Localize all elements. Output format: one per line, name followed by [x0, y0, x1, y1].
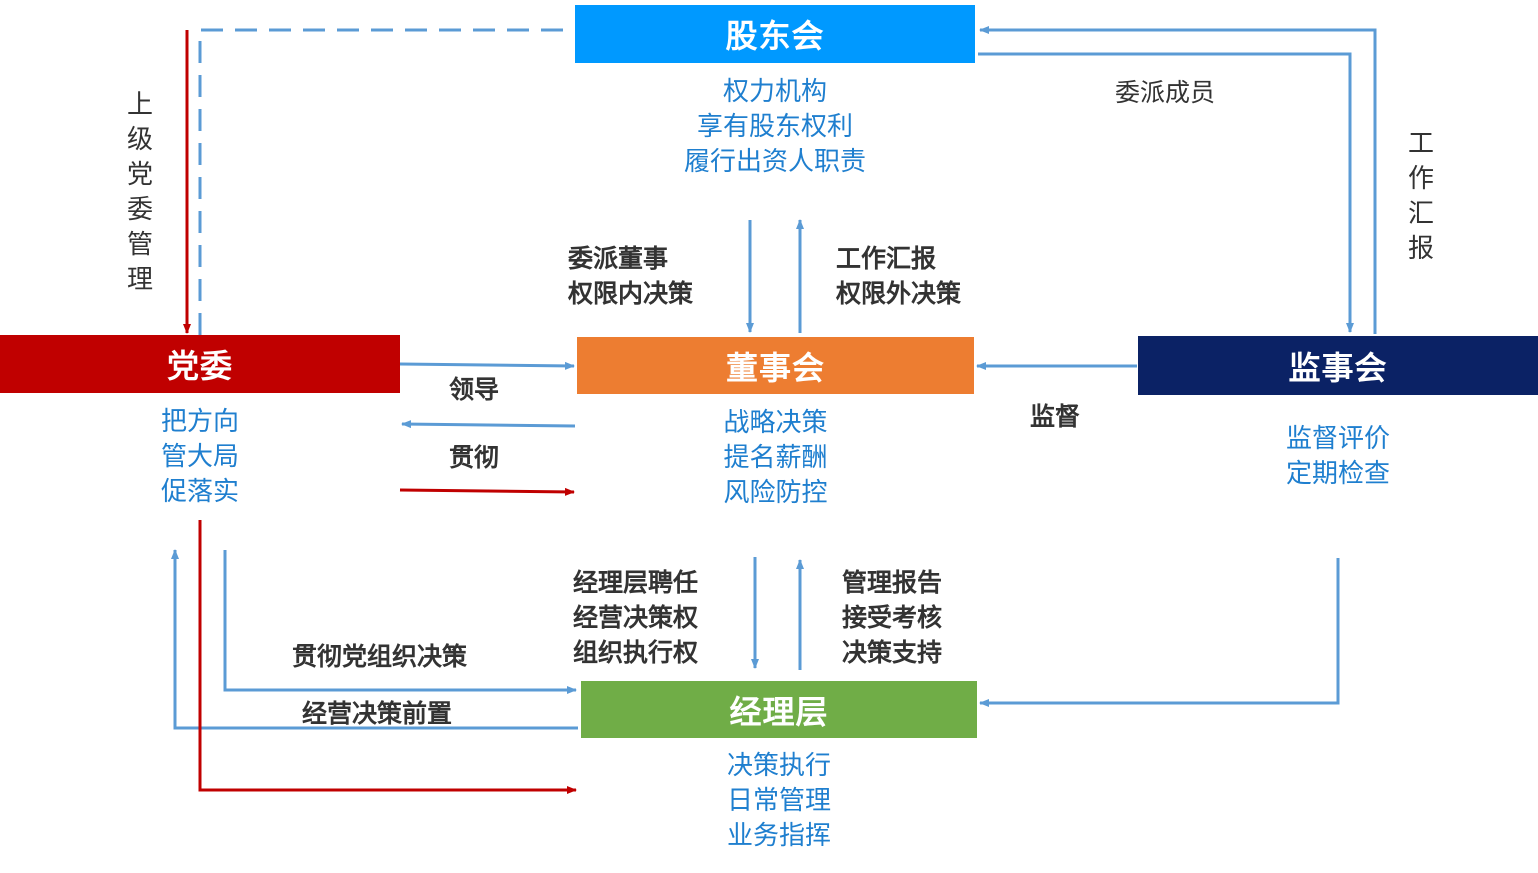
label-work-report-vertical: 工作汇报 — [1407, 129, 1434, 264]
shareholders-box: 股东会 — [575, 5, 975, 63]
label-line: 权限内决策 — [568, 279, 694, 308]
label-assign-members: 委派成员 — [1115, 78, 1216, 107]
label-line: 工作汇报 — [836, 244, 937, 273]
label-lead: 领导 — [449, 375, 500, 404]
dashed-link-party-shareholders — [198, 28, 565, 335]
arrow-party-lead-board — [399, 361, 575, 370]
label-implement-party-decisions: 贯彻党组织决策 — [292, 642, 468, 671]
supervisors-title: 监事会 — [1288, 348, 1388, 387]
duty-item: 监督评价 — [1285, 424, 1390, 454]
duty-item: 定期检查 — [1285, 459, 1390, 489]
board-duties: 战略决策 提名薪酬 风险防控 — [577, 406, 974, 511]
duty-item: 风险防控 — [723, 478, 828, 508]
supervisors-box: 监事会 — [1138, 336, 1538, 395]
duty-item: 促落实 — [160, 477, 239, 507]
duty-item: 管大局 — [160, 442, 239, 472]
arrow-assign-members — [978, 52, 1354, 333]
label-line: 管理报告 — [842, 568, 943, 597]
arrow-implement-party-decisions — [223, 550, 577, 694]
duty-item: 战略决策 — [723, 408, 828, 438]
arrow-party-red-board — [399, 487, 575, 496]
management-box: 经理层 — [581, 681, 977, 738]
supervisors-duties: 监督评价 定期检查 — [1138, 422, 1538, 492]
label-line: 权限外决策 — [836, 279, 962, 308]
label-line: 接受考核 — [842, 603, 943, 632]
label-line: 经营决策权 — [573, 603, 699, 632]
duty-item: 履行出资人职责 — [683, 147, 866, 177]
label-pre-decision: 经营决策前置 — [302, 699, 453, 728]
duty-item: 业务指挥 — [726, 821, 831, 851]
label-line: 决策支持 — [842, 638, 943, 667]
arrow-supervisors-report — [979, 26, 1377, 334]
label-management-up: 管理报告 接受考核 决策支持 — [842, 565, 942, 670]
party-committee-box: 党委 — [0, 335, 400, 393]
label-line: 经理层聘任 — [573, 568, 699, 597]
shareholders-title: 股东会 — [725, 17, 825, 55]
arrow-pre-decision — [171, 549, 578, 730]
shareholders-duties: 权力机构 享有股东权利 履行出资人职责 — [575, 75, 975, 180]
duty-item: 提名薪酬 — [723, 443, 828, 473]
arrow-supervise-management — [979, 558, 1340, 707]
label-management-down: 经理层聘任 经营决策权 组织执行权 — [573, 565, 698, 670]
party-committee-title: 党委 — [166, 347, 233, 385]
arrow-party-red-management — [198, 520, 577, 794]
management-duties: 决策执行 日常管理 业务指挥 — [581, 749, 977, 854]
label-board-up: 工作汇报 权限外决策 — [836, 241, 961, 311]
duty-item: 日常管理 — [726, 786, 831, 816]
party-committee-duties: 把方向 管大局 促落实 — [0, 405, 400, 510]
management-title: 经理层 — [729, 692, 829, 731]
label-upper-party-management: 上级党委管理 — [126, 90, 153, 295]
label-line: 委派董事 — [568, 244, 669, 273]
arrow-board-implement-party — [401, 420, 576, 429]
label-line: 组织执行权 — [573, 638, 699, 667]
duty-item: 权力机构 — [722, 77, 827, 107]
label-implement: 贯彻 — [449, 443, 500, 472]
board-title: 董事会 — [725, 348, 825, 387]
label-supervise-board: 监督 — [1030, 402, 1081, 431]
duty-item: 把方向 — [160, 407, 239, 437]
duty-item: 决策执行 — [726, 751, 831, 781]
duty-item: 享有股东权利 — [696, 112, 853, 142]
label-board-down: 委派董事 权限内决策 — [568, 241, 693, 311]
board-box: 董事会 — [577, 337, 974, 394]
